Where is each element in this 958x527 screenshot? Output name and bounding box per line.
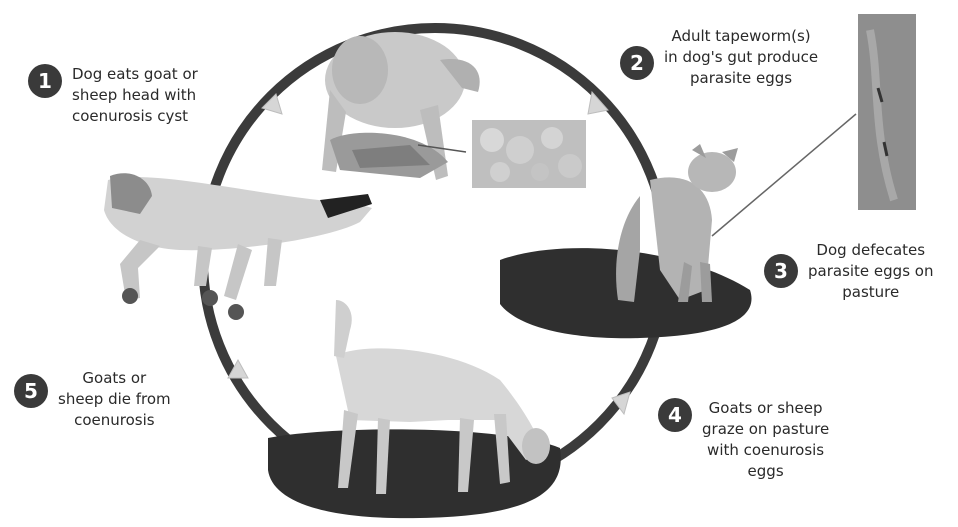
step-4: 4 Goats or sheep graze on pasture with c… bbox=[658, 398, 829, 482]
grazing-goat-photo bbox=[268, 300, 561, 518]
step-5: 5 Goats or sheep die from coenurosis bbox=[14, 368, 171, 431]
step-1-badge: 1 bbox=[28, 64, 62, 98]
step-1: 1 Dog eats goat or sheep head with coenu… bbox=[28, 64, 198, 127]
step-3-text: Dog defecates parasite eggs on pasture bbox=[808, 240, 933, 303]
step-2-badge: 2 bbox=[620, 46, 654, 80]
step-5-badge: 5 bbox=[14, 374, 48, 408]
dead-goat-photo bbox=[104, 173, 372, 320]
step-5-text: Goats or sheep die from coenurosis bbox=[58, 368, 171, 431]
step-4-badge: 4 bbox=[658, 398, 692, 432]
step-2: 2 Adult tapeworm(s) in dog's gut produce… bbox=[620, 26, 818, 89]
tapeworm-gut-photo bbox=[858, 14, 916, 210]
step-3: 3 Dog defecates parasite eggs on pasture bbox=[764, 240, 933, 303]
cyst-closeup-photo bbox=[472, 120, 586, 188]
step-1-text: Dog eats goat or sheep head with coenuro… bbox=[72, 64, 198, 127]
step-3-badge: 3 bbox=[764, 254, 798, 288]
dog-eating-head-photo bbox=[322, 32, 480, 180]
step-4-text: Goats or sheep graze on pasture with coe… bbox=[702, 398, 829, 482]
step-2-text: Adult tapeworm(s) in dog's gut produce p… bbox=[664, 26, 818, 89]
